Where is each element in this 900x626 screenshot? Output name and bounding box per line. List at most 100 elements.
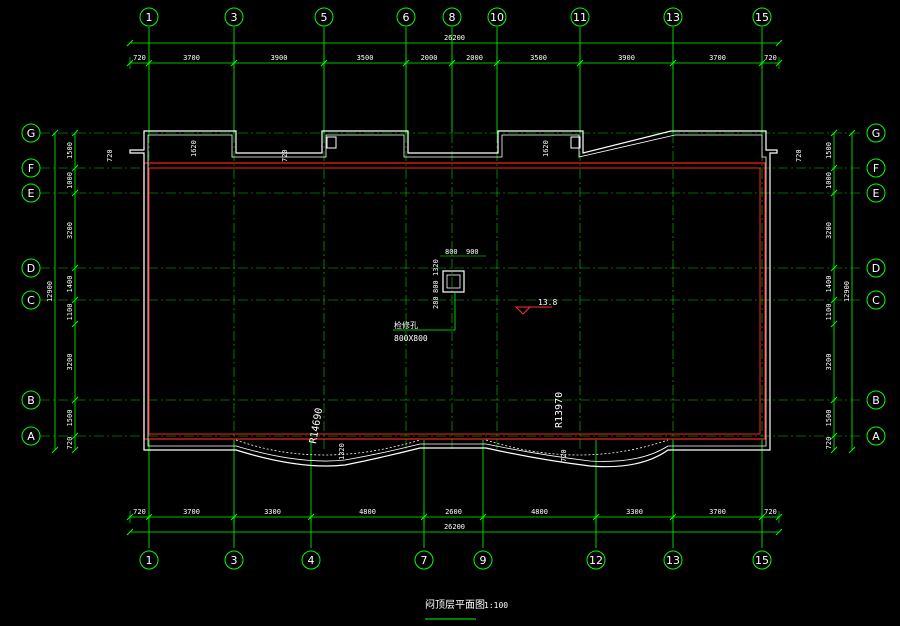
wall-arc-right — [485, 439, 669, 456]
axis-bubble-right-C-label: C — [872, 294, 880, 307]
hatch-h1: 1320 — [432, 259, 440, 276]
axis-bubble-top-11-label: 11 — [573, 11, 587, 24]
dim-left-total-tick-0 — [51, 129, 59, 137]
vent-left — [326, 136, 337, 149]
dim-left-seg-6: 1500 — [66, 410, 74, 427]
axis-lines — [40, 27, 862, 548]
drawing-title: 闷顶层平面图 1:100 — [425, 598, 508, 620]
dim-720-right: 720 — [795, 149, 803, 162]
axis-bubble-left-C-label: C — [27, 294, 35, 307]
dim-left-tick-3 — [71, 264, 79, 272]
axis-bubble-right-C-circle — [866, 290, 886, 310]
dim-720-mid: 720 — [281, 149, 289, 162]
axis-bubble-right-F-circle — [866, 158, 886, 178]
vent-right — [570, 136, 581, 149]
hatch-h2: 800 — [432, 280, 440, 293]
axis-bubble-right-E-circle — [866, 183, 886, 203]
axis-bubble-bottom-7-circle — [414, 550, 434, 570]
dim-top-seg-7: 3900 — [618, 54, 635, 62]
axis-bubble-bottom-15-circle — [752, 550, 772, 570]
dim-bottom-total-tick-9 — [775, 528, 783, 536]
axis-bubble-bottom-4-label: 4 — [308, 554, 315, 567]
dim-left-tick-6 — [71, 396, 79, 404]
wall-outer — [129, 130, 778, 468]
dim-left-seg-3: 1400 — [66, 276, 74, 293]
hatch-outer — [442, 270, 465, 293]
axis-bubble-bottom-9-label: 9 — [480, 554, 487, 567]
dim-right-tick-6 — [830, 396, 838, 404]
dim-right-seg-1: 1000 — [825, 172, 833, 189]
axis-bubble-bottom-4-circle — [301, 550, 321, 570]
slab-edge — [143, 162, 766, 440]
level-marker — [514, 306, 552, 315]
dim-right-tick-0 — [830, 129, 838, 137]
wall-arc-left — [235, 439, 421, 456]
axis-bubble-left-C-circle — [21, 290, 41, 310]
dim-left-seg-7: 720 — [66, 437, 74, 450]
dim-left-tick-7 — [71, 432, 79, 440]
axis-bubble-top-1-circle — [139, 7, 159, 27]
axis-bubble-left-A-circle — [21, 426, 41, 446]
dim-right-seg-3: 1400 — [825, 276, 833, 293]
axis-bubble-bottom-7-label: 7 — [421, 554, 428, 567]
slab-inner — [148, 167, 761, 435]
axis-bubble-top-10-circle — [487, 7, 507, 27]
dim-right-total: 12900 — [843, 281, 851, 302]
arc-dim-right: 720 — [560, 449, 568, 462]
dim-top-total: 26200 — [444, 34, 465, 42]
dim-left-total: 12900 — [46, 281, 54, 302]
dim-bottom-seg-7: 3700 — [709, 508, 726, 516]
axis-bubble-right-D-label: D — [872, 262, 880, 275]
axis-bubble-right-B-label: B — [872, 394, 880, 407]
axis-bubble-right-E-label: E — [873, 187, 880, 200]
dim-left-tick-8 — [71, 446, 79, 454]
hatch-w1: 800 — [445, 248, 458, 256]
dim-top-seg-1: 3700 — [183, 54, 200, 62]
dim-right-total-tick-0 — [848, 129, 856, 137]
hatch-note-2: 800X800 — [394, 334, 428, 343]
hatch-leader — [393, 292, 456, 331]
dim-top-seg-3: 3500 — [357, 54, 374, 62]
axis-bubble-top-6-label: 6 — [403, 11, 410, 24]
dim-top-seg-0: 720 — [133, 54, 146, 62]
axis-bubble-bottom-12-label: 12 — [589, 554, 603, 567]
dim-right-seg-4: 1100 — [825, 304, 833, 321]
axis-bubble-top-1-label: 1 — [146, 11, 153, 24]
wall-outline — [129, 130, 778, 468]
axis-bubble-left-D-circle — [21, 258, 41, 278]
dim-bottom-seg-0: 720 — [133, 508, 146, 516]
dim-right-tick-8 — [830, 446, 838, 454]
axis-bubble-right-G-label: G — [872, 127, 881, 140]
axis-bubble-left-E-label: E — [28, 187, 35, 200]
axis-bubble-top-13-circle — [663, 7, 683, 27]
dim-left-seg-1: 1000 — [66, 172, 74, 189]
axis-bubble-bottom-9-circle — [473, 550, 493, 570]
level-triangle — [514, 306, 532, 315]
axis-bubble-left-B-circle — [21, 390, 41, 410]
title-main: 闷顶层平面图 — [425, 598, 485, 611]
dim-right-seg-0: 1500 — [825, 142, 833, 159]
dim-left-tick-2 — [71, 189, 79, 197]
dim-top-total-tick-0 — [126, 39, 134, 47]
axis-bubble-left-F-label: F — [28, 162, 34, 175]
axis-bubble-top-13-label: 13 — [666, 11, 680, 24]
axis-bubble-left-B-label: B — [27, 394, 35, 407]
dim-bottom-seg-3: 4800 — [359, 508, 376, 516]
axis-bubble-top-11-circle — [570, 7, 590, 27]
dim-bottom-total: 26200 — [444, 523, 465, 531]
axis-bubble-bottom-13-circle — [663, 550, 683, 570]
axis-bubble-right-B-circle — [866, 390, 886, 410]
dim-right-seg-6: 1500 — [825, 410, 833, 427]
axis-bubble-left-G-circle — [21, 123, 41, 143]
access-hatch — [393, 255, 486, 331]
axis-bubble-right-F-label: F — [873, 162, 879, 175]
wall-inner — [147, 134, 767, 462]
axis-bubble-top-3-label: 3 — [231, 11, 238, 24]
level-value: 13.8 — [538, 298, 557, 307]
dim-left-seg-4: 1100 — [66, 304, 74, 321]
dim-1620-right: 1620 — [542, 140, 550, 157]
dim-right-seg-2: 3200 — [825, 222, 833, 239]
